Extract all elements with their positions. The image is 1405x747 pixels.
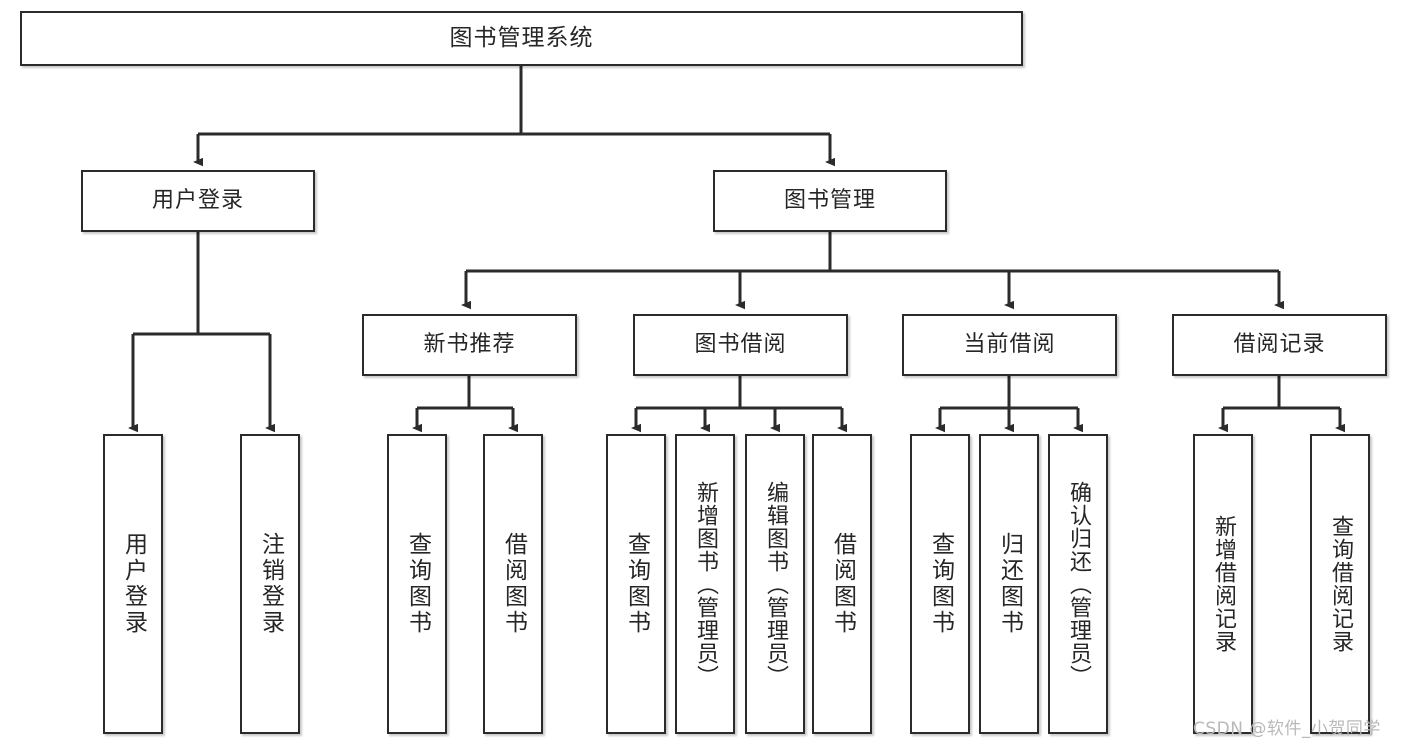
leaf-new-book-borrow-book[interactable]: 借阅图书: [483, 434, 543, 734]
leaf-borrow-record-query-record[interactable]: 查询借阅记录: [1310, 434, 1370, 734]
node-label: 查询图书: [623, 532, 650, 636]
leaf-current-borrow-return-book[interactable]: 归还图书: [979, 434, 1039, 734]
node-label: 查询借阅记录: [1328, 515, 1353, 653]
node-label: 当前借阅: [963, 332, 1056, 358]
node-label: 图书借阅: [694, 332, 787, 358]
node-current-borrow[interactable]: 当前借阅: [902, 314, 1117, 376]
csdn-watermark: CSDN @软件_小贺同学: [1193, 719, 1381, 739]
leaf-borrow-record-add-record[interactable]: 新增借阅记录: [1193, 434, 1253, 734]
node-label: 查询图书: [404, 532, 431, 636]
node-book-borrow[interactable]: 图书借阅: [633, 314, 848, 376]
leaf-user-login-logout[interactable]: 注销登录: [240, 434, 300, 734]
leaf-book-borrow-edit-book-admin[interactable]: 编辑图书（管理员）: [745, 434, 805, 734]
leaf-user-login-login[interactable]: 用户登录: [103, 434, 163, 734]
node-label: 新书推荐: [423, 332, 516, 358]
leaf-book-borrow-add-book-admin[interactable]: 新增图书（管理员）: [675, 434, 735, 734]
node-label: 用户登录: [120, 532, 147, 636]
node-label: 图书管理系统: [449, 24, 594, 51]
leaf-book-borrow-borrow-book[interactable]: 借阅图书: [812, 434, 872, 734]
node-label: 图书管理: [783, 188, 876, 214]
node-label: 编辑图书（管理员）: [763, 480, 788, 688]
node-user-login[interactable]: 用户登录: [81, 170, 315, 232]
leaf-current-borrow-query-book[interactable]: 查询图书: [910, 434, 970, 734]
node-label: 借阅记录: [1233, 332, 1326, 358]
leaf-new-book-query-book[interactable]: 查询图书: [387, 434, 447, 734]
node-new-book-recommend[interactable]: 新书推荐: [362, 314, 577, 376]
node-borrow-record[interactable]: 借阅记录: [1172, 314, 1387, 376]
node-label: 借阅图书: [500, 532, 527, 636]
node-label: 注销登录: [257, 532, 284, 636]
node-root-library-management-system[interactable]: 图书管理系统: [20, 11, 1023, 66]
node-label: 新增图书（管理员）: [693, 480, 718, 688]
leaf-current-borrow-confirm-return-admin[interactable]: 确认归还（管理员）: [1048, 434, 1108, 734]
node-label: 查询图书: [927, 532, 954, 636]
leaf-book-borrow-query-book[interactable]: 查询图书: [606, 434, 666, 734]
node-label: 确认归还（管理员）: [1066, 480, 1091, 688]
node-book-management[interactable]: 图书管理: [713, 170, 947, 232]
node-label: 用户登录: [151, 188, 244, 214]
node-label: 借阅图书: [829, 532, 856, 636]
node-label: 新增借阅记录: [1211, 515, 1236, 653]
node-label: 归还图书: [996, 532, 1023, 636]
